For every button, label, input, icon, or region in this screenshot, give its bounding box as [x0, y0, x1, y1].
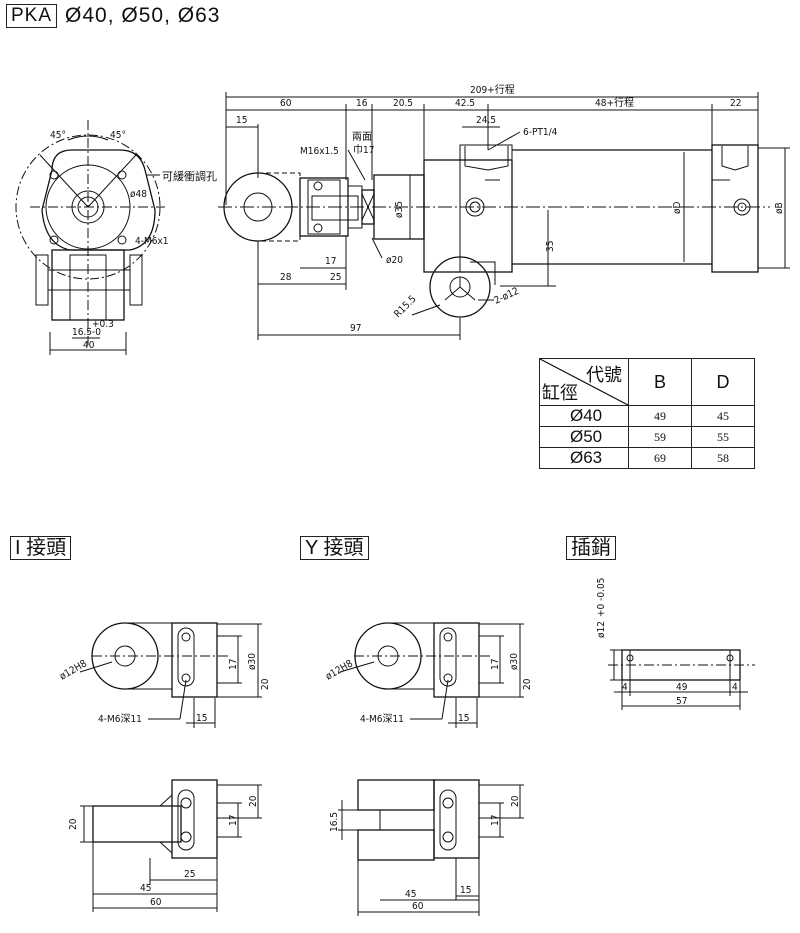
dim-22: 22 [730, 98, 741, 109]
row-d: 45 [691, 405, 755, 427]
i-b-d20r-label: 20 [248, 795, 259, 807]
y-b-d20r-label: 20 [510, 795, 521, 807]
flats-size-label: 巾17 [353, 143, 374, 156]
angle-2: 45° [110, 130, 126, 141]
flats-label: 兩面 [352, 131, 372, 143]
dim-25: 25 [330, 272, 341, 283]
dim-overall: 209+行程 [470, 83, 515, 96]
spec-table: 代號 缸徑 B D Ø40 49 45 Ø50 59 55 Ø63 69 58 [539, 358, 755, 469]
y-d20-label: 20 [522, 678, 533, 690]
dim-28: 28 [280, 272, 292, 283]
i-d30-label: ø30 [247, 653, 258, 670]
row-bore: Ø63 [539, 447, 629, 469]
y-b-d16-5-label: 16.5 [329, 812, 340, 832]
phi20-label: ø20 [386, 255, 403, 266]
i-bolt-label: 4-M6深11 [98, 713, 142, 725]
header-bore: 缸徑 [542, 383, 578, 403]
i-d17-label: 17 [228, 659, 239, 670]
row-bore: Ø50 [539, 426, 629, 448]
pin-tol-label: +0 -0.05 [596, 578, 607, 617]
phib-label: øB [774, 202, 785, 214]
y-b-d60-label: 60 [412, 901, 424, 912]
i-d20-label: 20 [260, 678, 271, 690]
y-joint-title: Y 接頭 [300, 536, 369, 560]
i-b-d17-label: 17 [228, 815, 239, 826]
r15-5-label: R15.5 [392, 294, 418, 320]
row-bore: Ø40 [539, 405, 629, 427]
phi48-label: ø48 [130, 189, 147, 200]
dim-97: 97 [350, 323, 361, 334]
y-d15-label: 15 [458, 713, 469, 724]
dim-17: 17 [325, 256, 336, 267]
y-d17-label: 17 [490, 659, 501, 670]
y-joint-top [339, 622, 524, 728]
bores-text: Ø40, Ø50, Ø63 [65, 4, 221, 27]
d16-5-label: 16.5 [72, 327, 92, 338]
pin-d4a-label: 4 [622, 682, 628, 693]
table-row: Ø50 59 55 [539, 426, 755, 448]
y-bore-label: ø12H8 [324, 658, 355, 682]
table-row: Ø40 49 45 [539, 405, 755, 427]
bolts-label: 4-M6x1 [135, 236, 169, 247]
angle-1: 45° [50, 130, 66, 141]
i-b-d60-label: 60 [150, 897, 162, 908]
y-b-d15-label: 15 [460, 885, 471, 896]
y-bolt-label: 4-M6深11 [360, 713, 404, 725]
i-d15-label: 15 [196, 713, 207, 724]
i-b-d45-label: 45 [140, 883, 151, 894]
dim-20-5: 20.5 [393, 98, 413, 109]
row-b: 69 [628, 447, 692, 469]
dim-35-vert: 35 [545, 241, 556, 252]
drawing-header: PKA Ø40, Ø50, Ø63 [6, 4, 220, 28]
i-joint-top [79, 622, 262, 728]
dim-15: 15 [236, 115, 247, 126]
pin-d4b-label: 4 [732, 682, 738, 693]
pin-title: 插銷 [566, 536, 616, 560]
row-d: 55 [691, 426, 755, 448]
side-view [15, 120, 165, 355]
y-d30-label: ø30 [509, 653, 520, 670]
i-b-d20-label: 20 [68, 818, 79, 830]
model-label: PKA [6, 4, 58, 28]
pin-dia-label: ø12 [596, 621, 607, 638]
col-d-header: D [691, 358, 755, 406]
y-b-d45-label: 45 [405, 889, 416, 900]
dim-60: 60 [280, 98, 292, 109]
row-b: 49 [628, 405, 692, 427]
pin-d57-label: 57 [676, 696, 687, 707]
table-corner-cell: 代號 缸徑 [539, 358, 629, 406]
port-label: 6-PT1/4 [523, 127, 558, 138]
row-b: 59 [628, 426, 692, 448]
col-b-header: B [628, 358, 692, 406]
i-bore-label: ø12H8 [58, 658, 89, 682]
thread-label: M16x1.5 [300, 146, 339, 157]
dim-16: 16 [356, 98, 368, 109]
i-joint-bottom [80, 779, 262, 912]
dim-24-5: 24.5 [476, 115, 496, 126]
y-b-d17-label: 17 [490, 815, 501, 826]
d40-label: 40 [83, 340, 95, 351]
main-view [218, 92, 790, 340]
dim-42-5: 42.5 [455, 98, 475, 109]
dim-48-stroke: 48+行程 [595, 96, 634, 109]
header-code: 代號 [586, 365, 622, 385]
table-row: Ø63 69 58 [539, 447, 755, 469]
pin-holes-label: 2-ø12 [493, 286, 521, 307]
i-joint-title: I 接頭 [10, 536, 72, 560]
adjust-hole-label: 可緩衝調孔 [162, 169, 217, 183]
phid-label: øD [672, 201, 683, 214]
i-b-d25-label: 25 [184, 869, 195, 880]
tol-lower: -0 [92, 327, 101, 338]
y-joint-bottom [338, 779, 524, 916]
pin-drawing [608, 649, 755, 710]
tol-upper: +0.3 [92, 319, 114, 330]
pin-d49-label: 49 [676, 682, 688, 693]
row-d: 58 [691, 447, 755, 469]
phi35-label: ø35 [394, 201, 405, 218]
